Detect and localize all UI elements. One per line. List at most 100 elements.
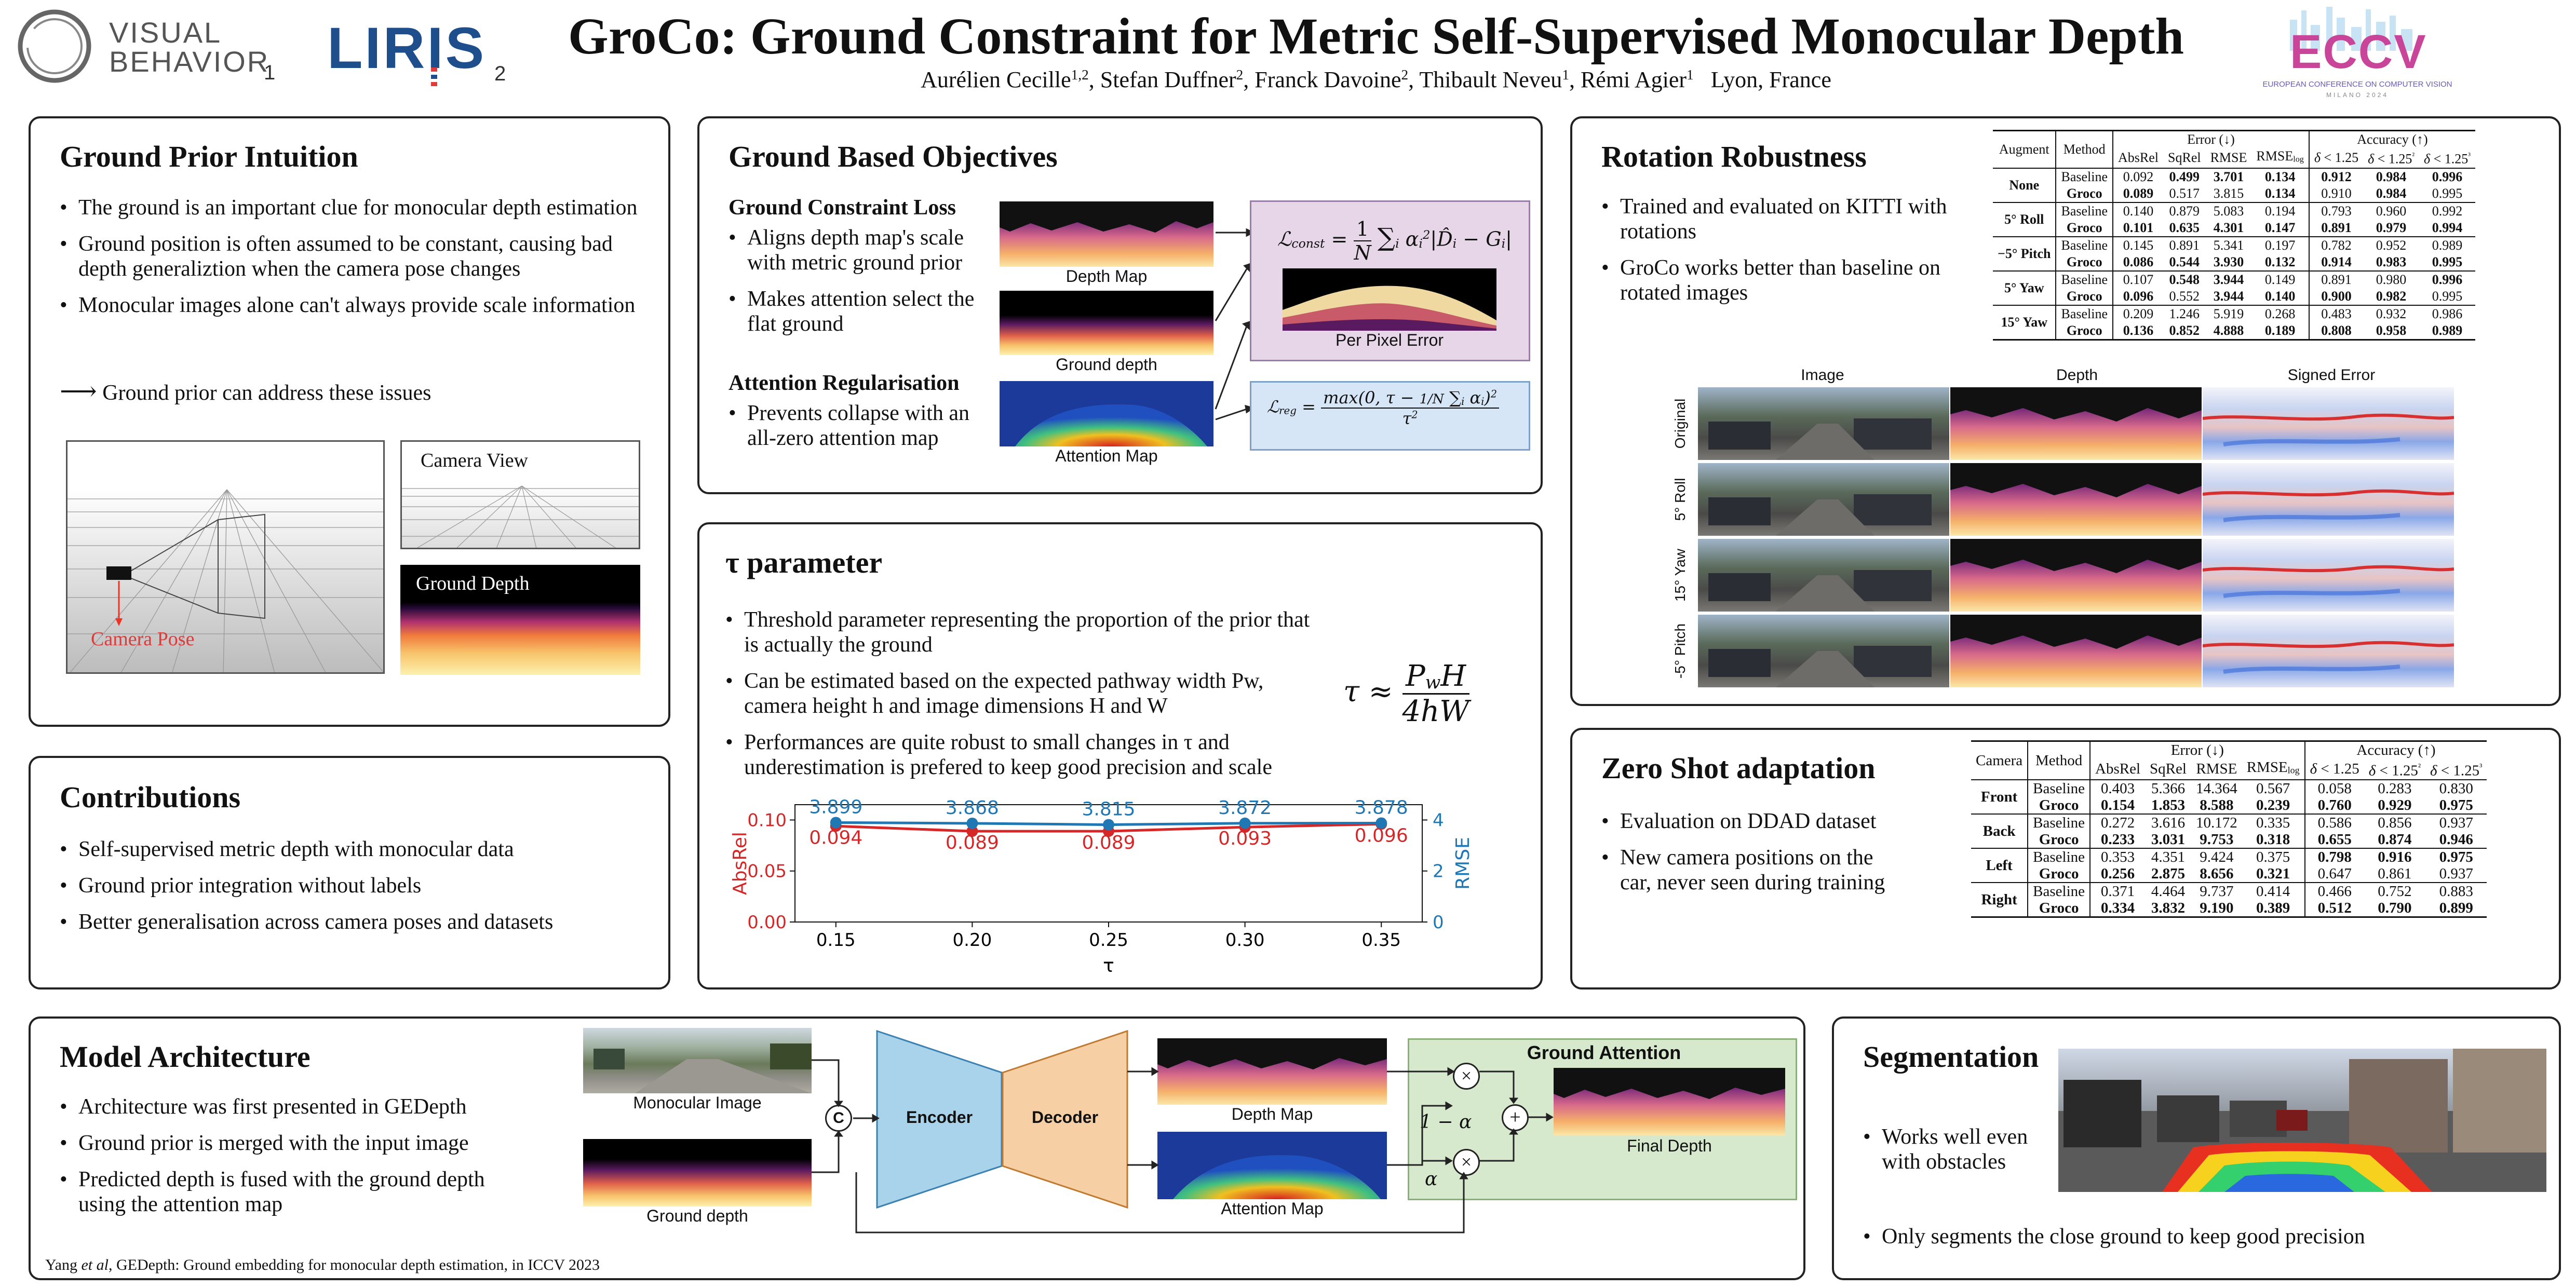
objectives-title: Ground Based Objectives — [729, 140, 1058, 173]
table-header: Accuracy (↑) — [2356, 742, 2436, 758]
table-cell: 0.912 — [2321, 169, 2352, 185]
table-cell: 0.483 — [2321, 306, 2352, 322]
table-cell: Groco — [2056, 322, 2114, 340]
grid-error-cell — [2203, 615, 2454, 687]
table-cell: 0.980 — [2376, 272, 2407, 288]
table-cell: 0.092 — [2123, 169, 2154, 185]
table-cell: Baseline — [2028, 779, 2091, 797]
table-cell: 0.891 — [2169, 238, 2200, 253]
list-item: Can be estimated based on the expected p… — [725, 669, 1312, 718]
table-cell: 0.874 — [2378, 831, 2412, 848]
y-left-axis-label: AbsRel — [730, 832, 751, 895]
table-cell: 0.321 — [2242, 865, 2305, 883]
table-cell: 0.946 — [2439, 831, 2473, 848]
table-cell: 0.983 — [2376, 254, 2407, 270]
table-cell: 0.096 — [2123, 289, 2154, 304]
table-cell: 0.891 — [2321, 272, 2352, 288]
camera-pose-label: Camera Pose — [91, 628, 195, 650]
grid-error-cell — [2203, 463, 2454, 536]
grid-error-cell — [2203, 539, 2454, 612]
table-header: Method — [2028, 741, 2091, 780]
table-cell: 0.952 — [2376, 238, 2407, 253]
list-item: GroCo works better than baseline on rota… — [1601, 255, 2001, 305]
grid-col-depth: Depth — [2056, 367, 2098, 384]
grid-image-cell — [1698, 463, 1949, 536]
table-cell: 0.984 — [2376, 186, 2407, 201]
table-header: RMSElog — [2242, 758, 2305, 780]
objective-arrows — [1215, 228, 1255, 421]
table-cell: 0.937 — [2439, 814, 2473, 831]
table-cell: 0.389 — [2242, 899, 2305, 917]
table-cell: 0.567 — [2242, 779, 2305, 797]
attention-map-image — [1157, 1132, 1387, 1199]
table-header: δ < 1.25² — [2368, 762, 2421, 779]
table-cell: 10.172 — [2195, 814, 2237, 831]
right-arrow-icon: ⟶ — [60, 376, 97, 405]
grid-col-error: Signed Error — [2287, 367, 2376, 384]
grid-image-cell — [1698, 539, 1949, 612]
table-cell: 0.544 — [2169, 254, 2200, 270]
loss-bullets: Aligns depth map's scale with metric gro… — [729, 225, 999, 348]
table-cell: 5.919 — [2213, 306, 2244, 322]
table-cell: Groco — [2028, 865, 2091, 883]
table-cell: Groco — [2028, 796, 2091, 814]
y-right-tick-label: 0 — [1433, 912, 1444, 933]
attention-map-image — [1000, 381, 1213, 446]
table-cell: 0.272 — [2100, 814, 2135, 831]
table-cell: 4.301 — [2213, 220, 2244, 236]
table-cell: 0.984 — [2376, 169, 2407, 185]
depth-map-image — [1157, 1038, 1387, 1105]
table-cell: 0.790 — [2378, 899, 2412, 916]
grid-col-image: Image — [1801, 367, 1844, 384]
table-cell: 0.899 — [2439, 899, 2473, 916]
table-cell: 0.086 — [2123, 254, 2154, 270]
rotation-bullets: Trained and evaluated on KITTI with rota… — [1601, 194, 2001, 317]
data-point-rmse — [1375, 817, 1387, 829]
attention-map-label: Attention Map — [1055, 446, 1158, 465]
table-header: Augment — [1993, 130, 2057, 169]
table-cell: 0.147 — [2251, 220, 2310, 237]
table-header: RMSE — [2196, 760, 2237, 777]
table-cell: 9.424 — [2200, 848, 2234, 865]
list-item: Only segments the close ground to keep g… — [1863, 1224, 2538, 1249]
table-header: SqRel — [2150, 760, 2187, 777]
camera-view-image: Camera View — [400, 440, 640, 549]
table-cell: 0.375 — [2242, 848, 2305, 865]
list-item: Makes attention select the flat ground — [729, 287, 999, 336]
list-item: New camera positions on the car, never s… — [1601, 845, 1892, 895]
ground-depth-image — [583, 1139, 812, 1206]
table-cell: 0.975 — [2439, 796, 2473, 814]
multiply-node-bottom: × — [1453, 1149, 1480, 1176]
attention-map-label: Attention Map — [1221, 1199, 1324, 1218]
table-header: δ < 1.25³ — [2430, 762, 2483, 779]
grid-row-label: -5° Pitch — [1672, 623, 1688, 679]
grid-row-label: 15° Yaw — [1672, 549, 1688, 602]
table-cell: 1.853 — [2151, 796, 2186, 814]
list-item: Prevents collapse with an all-zero atten… — [729, 401, 999, 451]
add-node: + — [1502, 1104, 1529, 1131]
table-header: AbsRel — [2118, 150, 2159, 166]
reg-heading: Attention Regularisation — [729, 371, 960, 395]
x-tick-label: 0.15 — [816, 930, 856, 951]
table-cell: 0.914 — [2321, 254, 2352, 270]
table-cell: 0.932 — [2376, 306, 2407, 322]
table-cell: 0.830 — [2439, 780, 2473, 797]
data-label-rmse: 3.815 — [1082, 799, 1135, 820]
table-cell: 0.879 — [2169, 204, 2200, 219]
table-cell: 0.140 — [2251, 288, 2310, 306]
table-cell: 0.994 — [2432, 220, 2463, 236]
table-cell: 0.107 — [2123, 272, 2154, 288]
table-cell: 0.995 — [2432, 186, 2463, 201]
list-item: Aligns depth map's scale with metric gro… — [729, 225, 999, 275]
list-item: Ground prior integration without labels — [60, 873, 652, 898]
